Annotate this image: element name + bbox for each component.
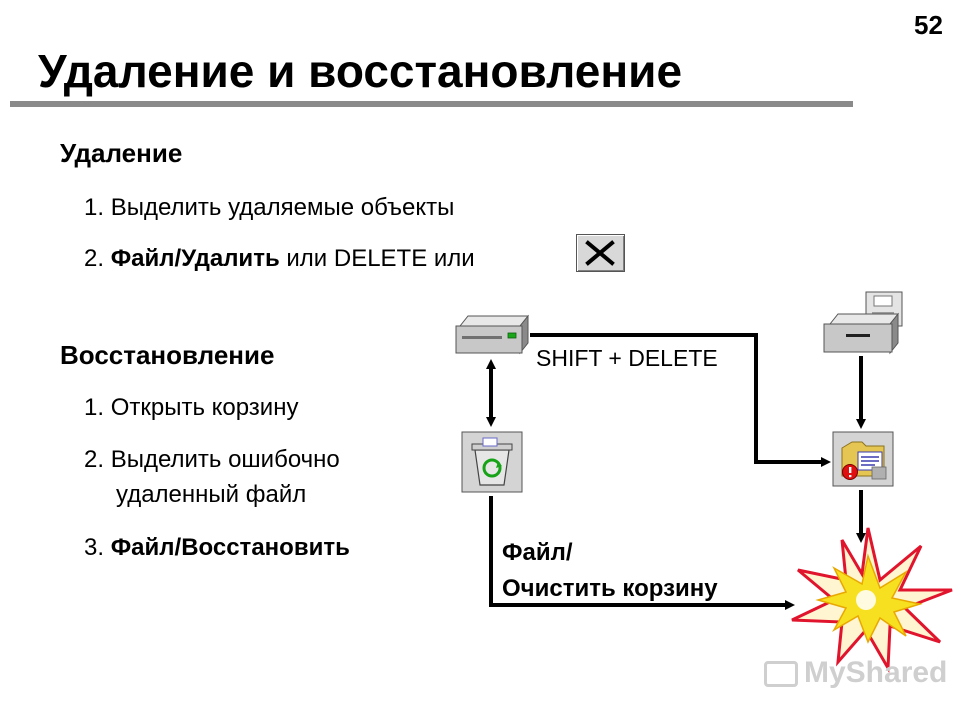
page-number: 52 [914,10,943,40]
deletion-step-2: 2. Файл/Удалить или DELETE или [84,245,475,273]
restore-step-3: 3. Файл/Восстановить [84,534,350,562]
floppy-drive-icon [823,291,903,355]
shift-delete-arrow [530,333,831,467]
deletion-heading: Удаление [60,138,183,168]
restore-step-2: 2. Выделить ошибочно [84,446,340,474]
empty-bin-arrow [489,496,795,610]
restore-step-2-text: Выделить ошибочно [110,446,340,473]
deletion-step-1-number: 1. [84,194,105,221]
empty-bin-label-line-1: Файл/ [502,539,573,566]
restore-step-1: 1. Открыть корзину [84,394,298,422]
restore-step-2-continuation: удаленный файл [116,481,307,508]
delete-toolbar-button[interactable] [576,234,625,272]
explosion-icon [791,527,953,674]
deletion-step-1: 1. Выделить удаляемые объекты [84,194,454,222]
restore-step-3-command: Файл/Восстановить [110,534,350,561]
empty-bin-label-line-2: Очистить корзину [502,575,718,602]
watermark-text: MyShared [804,656,948,689]
page-title: Удаление и восстановление [38,45,683,97]
deletion-step-1-text: Выделить удаляемые объекты [110,194,455,221]
deletion-step-2-command: Файл/Удалить [110,245,280,272]
file-folder-icon [832,431,894,487]
restore-heading: Восстановление [60,340,275,370]
shift-delete-label: SHIFT + DELETE [536,345,718,371]
deletion-step-2-number: 2. [84,245,105,272]
hard-drive-icon [455,314,530,355]
recycle-bin-icon [461,431,523,493]
close-x-icon [585,240,615,266]
restore-step-1-text: Открыть корзину [110,394,299,421]
watermark-logo-icon [764,661,798,688]
watermark: MyShared [764,656,947,690]
restore-step-1-number: 1. [84,394,105,421]
restore-step-2-number: 2. [84,446,105,473]
restore-step-3-number: 3. [84,534,105,561]
deletion-step-2-rest: или DELETE или [279,245,475,272]
title-underline [10,101,853,107]
